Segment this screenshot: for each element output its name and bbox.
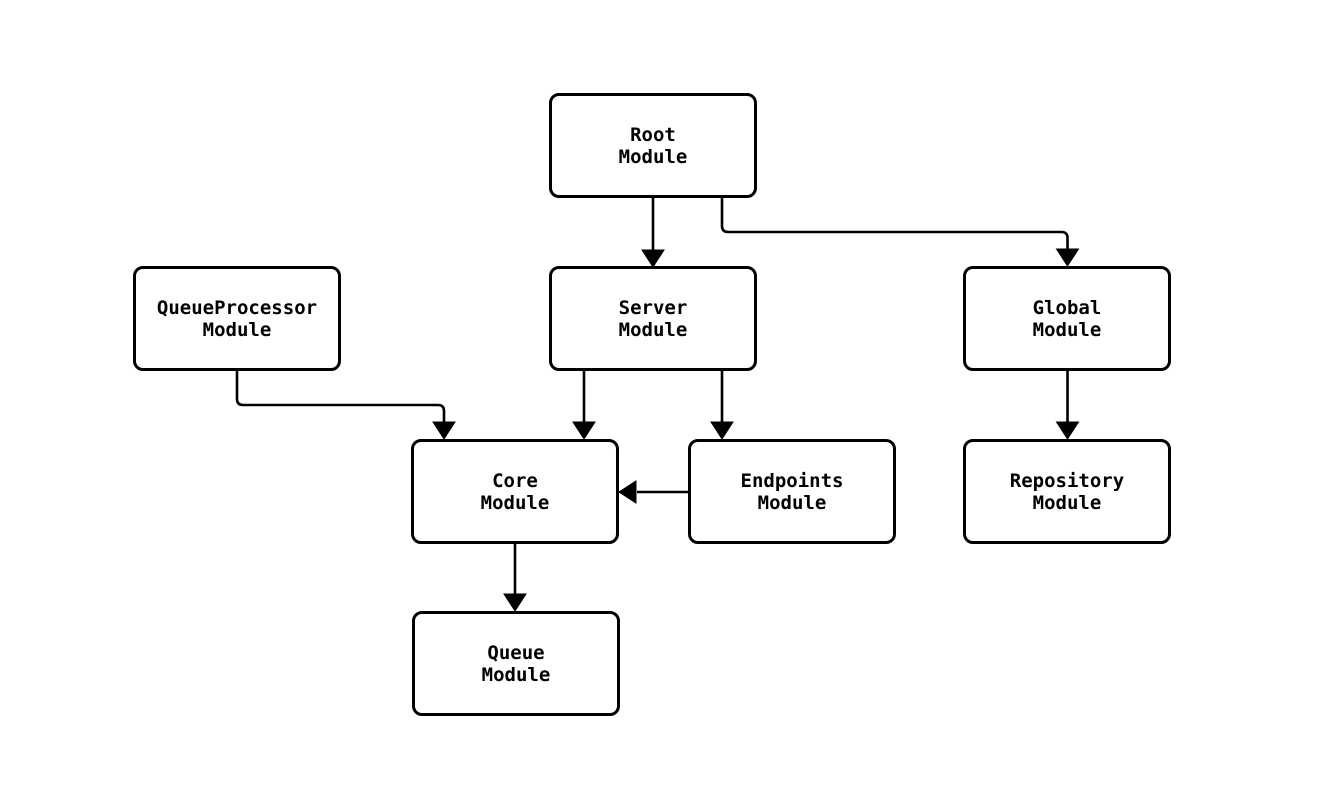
node-queueprocessor-module-label: QueueProcessor Module [156,296,318,341]
node-repository-module-label: Repository Module [1009,469,1125,514]
edge-server-to-endpoints [710,371,734,440]
node-global-module: Global Module [963,266,1171,371]
node-server-module-label: Server Module [618,296,688,341]
node-repository-module: Repository Module [963,439,1171,544]
edge-root-to-global [720,198,1080,267]
node-queueprocessor-module: QueueProcessor Module [133,266,341,371]
node-server-module: Server Module [549,266,757,371]
edge-queueprocessor-to-core [235,371,456,440]
edge-core-to-queue [503,544,527,612]
node-core-module: Core Module [411,439,619,544]
node-endpoints-module: Endpoints Module [688,439,896,544]
edge-global-to-repository [1055,371,1080,440]
node-queue-module-label: Queue Module [481,641,551,686]
edge-root-to-server [641,198,665,268]
edge-server-to-core [572,371,596,440]
node-core-module-label: Core Module [480,469,550,514]
node-queue-module: Queue Module [412,611,620,716]
edge-endpoints-to-core [618,480,688,504]
node-endpoints-module-label: Endpoints Module [740,469,844,514]
node-root-module-label: Root Module [618,123,688,168]
node-root-module: Root Module [549,93,757,198]
node-global-module-label: Global Module [1032,296,1102,341]
